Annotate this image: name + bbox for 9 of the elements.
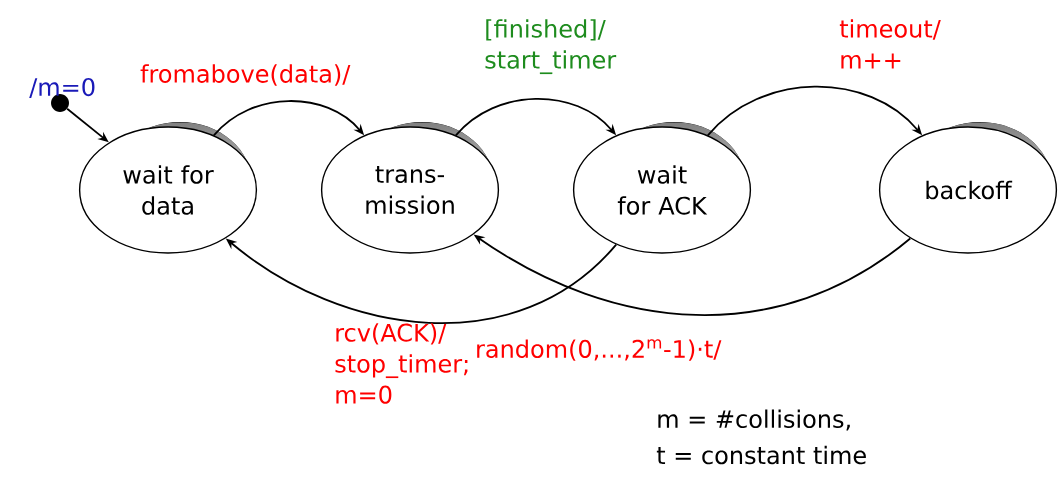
note-text: t = constant time — [656, 445, 866, 465]
node-label: backoff — [926, 180, 1013, 200]
edge-label: timeout/ m++ — [839, 19, 941, 69]
edge-label: fromabove(data)/ — [140, 64, 351, 86]
edge-label: random(0,...,2$^{m}$-1)·t/ — [477, 339, 722, 361]
note-text: m = #collisions, — [658, 409, 850, 431]
edge-label: rcv(ACK)/ stop_timer; m=0 — [335, 323, 468, 404]
edge-label: [finished]/ start_timer — [485, 19, 617, 75]
edge-label: /m=0 — [29, 77, 95, 98]
